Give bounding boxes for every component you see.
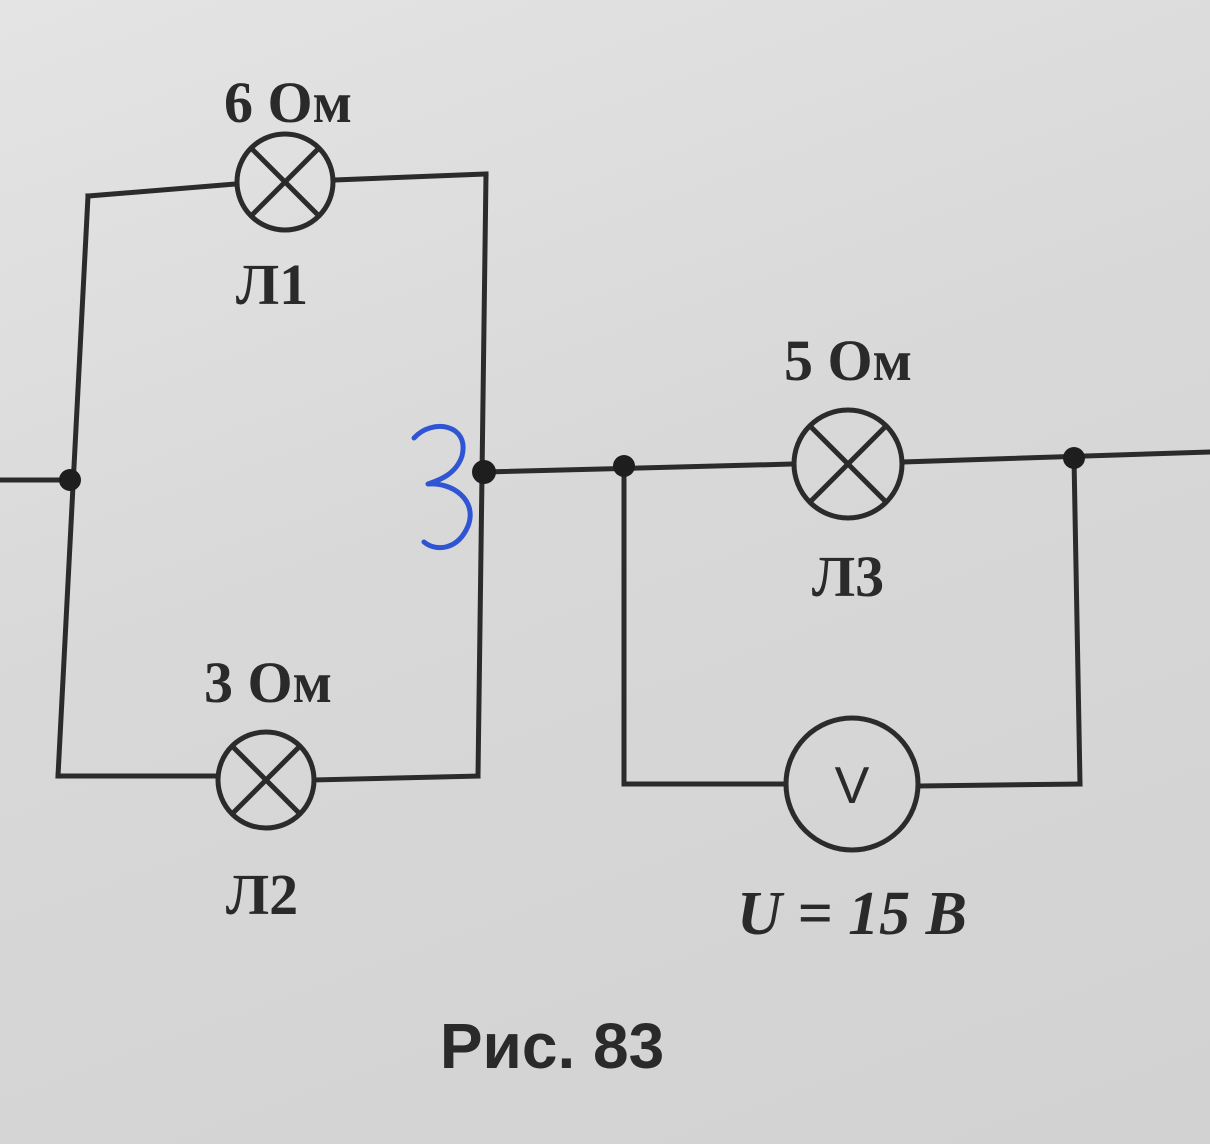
junction-node-right [1063,447,1085,469]
voltmeter-reading: U = 15 В [737,880,967,948]
lamp-l3-icon [791,407,905,521]
lamp-l2-resistance: 3 Ом [204,650,332,715]
junction-node-left [59,469,81,491]
wire-bottom-right [311,773,481,783]
junction-node-center [472,460,496,484]
wire-top-left [85,181,239,199]
lamp-l3-name: Л3 [812,544,884,609]
figure-caption: Рис. 83 [440,1010,664,1082]
lamp-l2 [215,729,317,831]
lamp-l1-resistance: 6 Ом [224,70,352,135]
handwritten-annotation [411,423,473,551]
wire-l3-right [899,449,1210,465]
junction-node-middle [613,455,635,477]
wire-top-right [331,171,489,183]
voltmeter-symbol: V [835,757,870,815]
voltmeter-icon [783,715,921,853]
voltmeter: V [783,715,921,853]
wire-middle [481,461,797,475]
lamp-l2-name: Л2 [226,862,298,927]
lamp-l3-resistance: 5 Ом [784,328,912,393]
lamp-l1 [234,131,336,233]
lamp-l2-icon [215,729,317,831]
wire-voltmeter-right-vertical [1071,455,1083,787]
lamp-l3 [791,407,905,521]
lamp-l1-icon [234,131,336,233]
wire-voltmeter-right [917,781,1083,789]
lamp-l1-name: Л1 [236,252,308,317]
